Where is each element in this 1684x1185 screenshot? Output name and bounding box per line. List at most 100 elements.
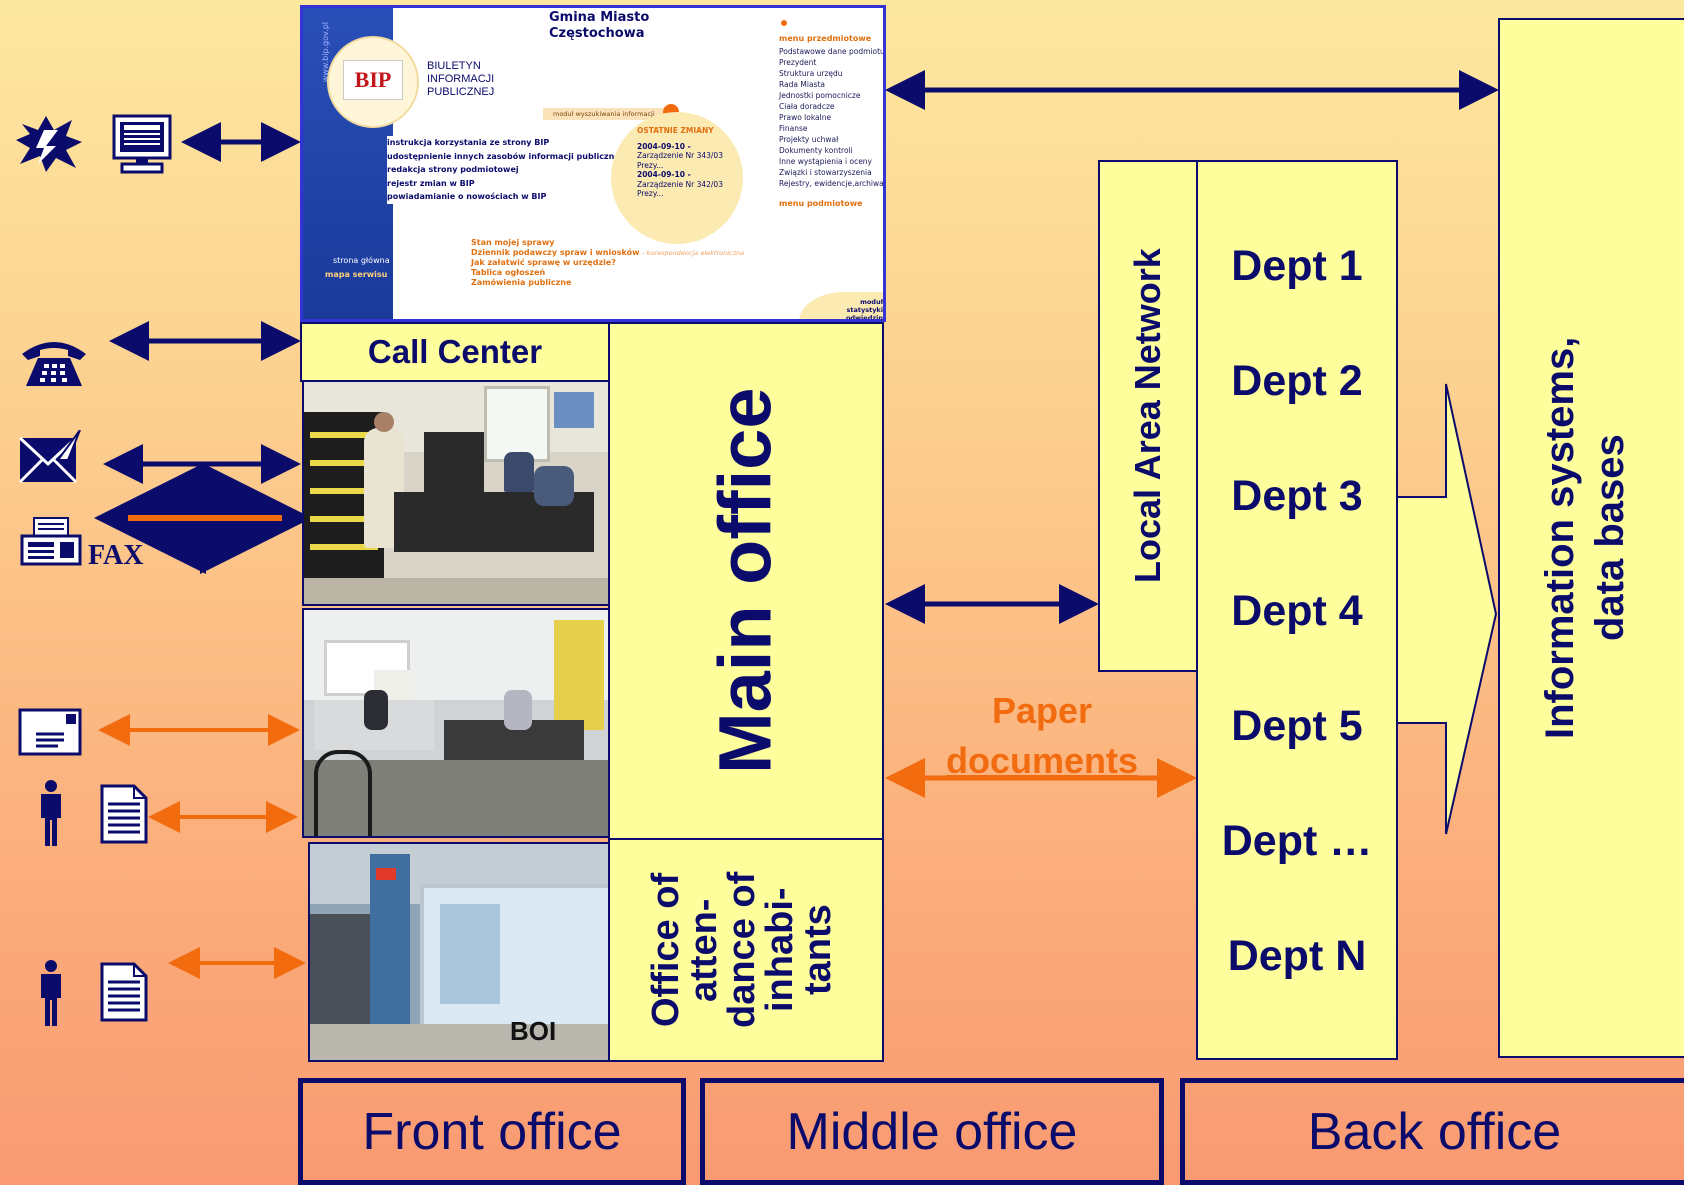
bip-site-map-link[interactable]: mapa serwisu xyxy=(325,270,388,279)
bip-home-link[interactable]: strona główna xyxy=(333,256,390,265)
office-attendance-box: Office of atten- dance of inhabi- tants xyxy=(608,838,884,1062)
bip-title: BIULETYN INFORMACJI PUBLICZNEJ xyxy=(427,60,494,99)
lightning-icon xyxy=(16,116,82,172)
document-icon xyxy=(100,962,148,1022)
bip-menu-item[interactable]: Struktura urzędu xyxy=(779,69,843,78)
dept-label: Dept 2 xyxy=(1231,357,1363,405)
attendance-line: atten- xyxy=(683,898,725,1002)
call-center-photo xyxy=(302,380,610,606)
bip-stats-line: statystyki odwiedzin xyxy=(845,306,883,322)
main-office-photo xyxy=(302,608,610,838)
bip-link[interactable]: instrukcja korzystania ze strony BIP xyxy=(387,138,550,147)
bip-bottom-link[interactable]: Dziennik podawczy spraw i wniosków xyxy=(471,248,640,257)
bip-search-module[interactable]: moduł wyszukiwania informacji xyxy=(543,108,673,120)
document-icon xyxy=(100,784,148,844)
bip-change-line[interactable]: Zarządzenie Nr 343/03 xyxy=(637,151,723,160)
bip-city: Gmina Miasto Częstochowa xyxy=(549,10,649,42)
paper-documents-label: Paper documents xyxy=(920,686,1164,786)
letter-icon xyxy=(18,708,82,756)
bip-menu-title: menu przedmiotowe xyxy=(779,34,872,43)
bip-link[interactable]: powiadamianie o nowościach w BIP xyxy=(387,192,547,201)
main-office-label: Main office xyxy=(703,387,787,775)
bip-change-line[interactable]: Prezy... xyxy=(637,160,664,170)
dept-label: Dept 5 xyxy=(1231,702,1363,750)
call-center-box: Call Center xyxy=(300,322,610,382)
middle-office-label: Middle office xyxy=(700,1078,1164,1185)
bip-logo-text: BIP xyxy=(354,67,392,92)
dept-label: Dept … xyxy=(1221,817,1373,865)
bip-change-line[interactable]: Zarządzenie Nr 342/03 xyxy=(637,179,723,189)
attendance-line: inhabi- xyxy=(759,887,801,1013)
boi-sign: BOI xyxy=(510,1016,557,1046)
bip-menu-item[interactable]: Jednostki pomocnicze xyxy=(779,91,861,100)
bip-link[interactable]: redakcja strony podmiotowej xyxy=(387,165,519,174)
bip-changes: OSTATNIE ZMIANY 2004-09-10 - Zarządzenie… xyxy=(637,126,723,199)
bip-changes-title: OSTATNIE ZMIANY xyxy=(637,126,714,135)
bip-bottom-link-suffix: - korespondencja elektroniczna xyxy=(642,249,745,257)
lan-box: Local Area Network xyxy=(1098,160,1198,672)
bip-bottom-link[interactable]: Jak załatwić sprawę w urzędzie? xyxy=(471,258,616,267)
bip-change-line[interactable]: 2004-09-10 - xyxy=(637,170,691,179)
bip-link[interactable]: udostępnienie innych zasobów informacji … xyxy=(387,151,623,161)
person-icon xyxy=(41,780,61,846)
paper-line: Paper xyxy=(991,690,1093,731)
bip-menu-item[interactable]: Inne wystąpienia i oceny xyxy=(779,157,872,166)
bip-menu-item[interactable]: Podstawowe dane podmiotu xyxy=(779,47,885,56)
main-office-box: Main office xyxy=(608,322,884,840)
bip-menu-item[interactable]: Projekty uchwał xyxy=(779,135,839,144)
dept-label: Dept 4 xyxy=(1231,587,1363,635)
bip-menu-item[interactable]: Rada Miasta xyxy=(779,80,825,89)
bip-menu-item[interactable]: Związki i stowarzyszenia xyxy=(779,168,872,177)
dept-label: Dept 3 xyxy=(1231,472,1363,520)
front-office-label: Front office xyxy=(298,1078,686,1185)
bip-menu-item[interactable]: Dokumenty kontroli xyxy=(779,146,853,155)
call-center-label: Call Center xyxy=(367,333,543,370)
information-systems-label: Information systems, data bases xyxy=(1520,20,1650,1056)
dept-label: Dept 1 xyxy=(1231,242,1363,290)
bip-logo: BIP xyxy=(343,60,403,100)
bip-title-line: INFORMACJI xyxy=(427,73,495,85)
bip-change-line[interactable]: 2004-09-10 - xyxy=(637,141,691,151)
bip-stats[interactable]: moduł statystyki odwiedzin xyxy=(811,298,883,322)
boi-photo: BOI xyxy=(308,842,630,1062)
bip-bottom-link[interactable]: Zamówienia publiczne xyxy=(471,278,572,287)
departments-box: Dept 1 Dept 2 Dept 3 Dept 4 Dept 5 Dept … xyxy=(1196,160,1398,1060)
bip-menu-item[interactable]: Finanse xyxy=(779,124,808,133)
bip-menu-item[interactable]: Prawo lokalne xyxy=(779,113,832,122)
bip-menu-item[interactable]: Rejestry, ewidencje,archiwa xyxy=(779,179,884,188)
bip-menu: menu przedmiotowe Podstawowe dane podmio… xyxy=(779,34,885,208)
bip-city-line: Gmina Miasto xyxy=(549,10,650,25)
bip-bottom-link[interactable]: Tablica ogłoszeń xyxy=(471,268,546,277)
info-line: data bases xyxy=(1588,434,1632,642)
attendance-line: Office of xyxy=(645,872,687,1028)
person-icon xyxy=(41,960,61,1026)
bip-menu-item[interactable]: Ciała doradcze xyxy=(779,102,835,111)
telephone-icon xyxy=(22,342,86,386)
information-systems-box: Information systems, data bases xyxy=(1498,18,1684,1058)
email-icon xyxy=(18,430,81,484)
bip-stats-line: moduł xyxy=(860,298,883,306)
paper-line: documents xyxy=(945,740,1139,781)
info-line: Information systems, xyxy=(1538,336,1582,740)
bip-changes-circle xyxy=(611,112,743,244)
bip-title-line: BIULETYN xyxy=(427,60,481,72)
bip-bottom-link[interactable]: Stan mojej sprawy xyxy=(471,238,555,247)
attendance-line: tants xyxy=(797,904,839,996)
attendance-line: dance of xyxy=(721,871,763,1029)
fax-label: FAX xyxy=(88,540,144,571)
bip-menu-item[interactable]: Prezydent xyxy=(779,58,817,67)
dept-label: Dept N xyxy=(1227,932,1367,980)
bip-city-line: Częstochowa xyxy=(549,26,645,41)
bip-title-line: PUBLICZNEJ xyxy=(427,86,495,98)
lan-label: Local Area Network xyxy=(1127,248,1168,584)
bip-menu2-title[interactable]: menu podmiotowe xyxy=(779,199,863,208)
bip-menu-dot xyxy=(781,20,787,26)
bip-website-screenshot: www.bip.gov.pl BIP BIULETYN INFORMACJI P… xyxy=(300,5,886,322)
bip-change-line[interactable]: Prezy... xyxy=(637,189,664,198)
office-attendance-label: Office of atten- dance of inhabi- tants xyxy=(622,840,862,1060)
bip-links: instrukcja korzystania ze strony BIP udo… xyxy=(387,136,623,204)
back-office-label: Back office xyxy=(1180,1078,1684,1185)
bip-link[interactable]: rejestr zmian w BIP xyxy=(387,178,475,188)
computer-icon xyxy=(112,114,172,174)
